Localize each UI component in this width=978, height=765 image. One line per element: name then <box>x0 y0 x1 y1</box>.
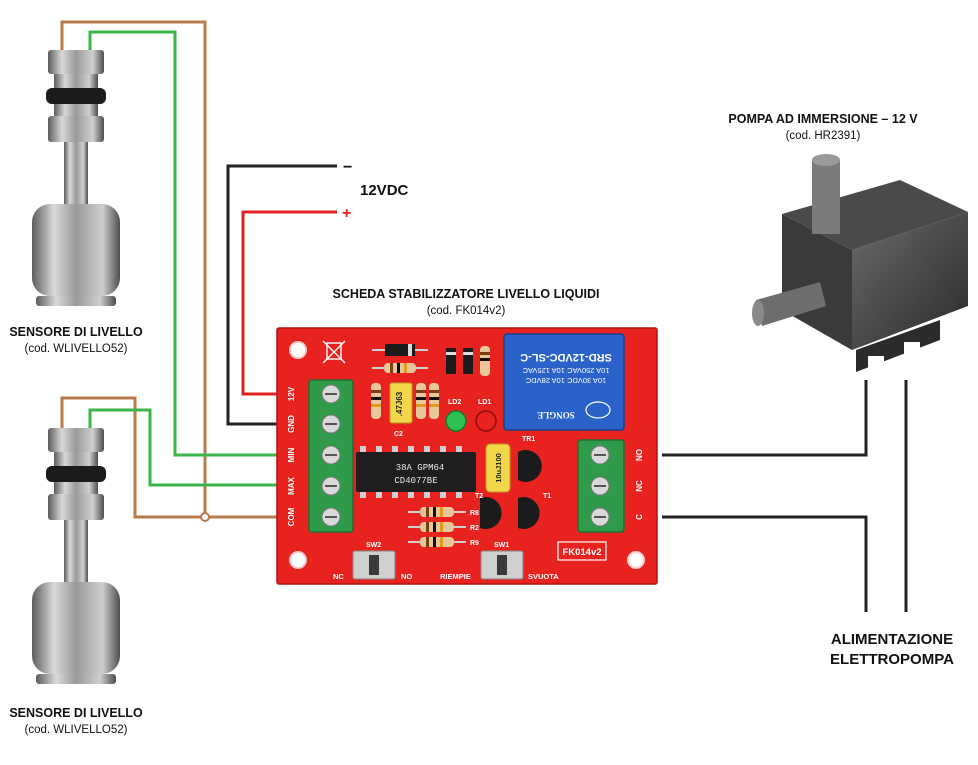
wires <box>60 20 908 612</box>
sw1-right-label: SVUOTA <box>528 572 559 581</box>
terminal-screws-right <box>590 445 610 527</box>
diode <box>372 344 428 356</box>
supply-label-line2: ELETTROPOMPA <box>830 651 954 668</box>
terminal-label-no: NO <box>635 449 644 461</box>
wire-bottom-sensor-brown <box>60 396 282 519</box>
led1-label: LD1 <box>478 399 491 406</box>
sw2-right-label: NO <box>401 572 412 581</box>
relay-model: SRD-12VDC-SL-C <box>520 351 612 363</box>
diode <box>446 352 456 355</box>
relay-rating-1: 10A 250VAC 10A 125VAC <box>522 366 609 375</box>
mounting-hole <box>289 341 307 359</box>
wire-power-black <box>226 164 337 426</box>
wire-top-sensor-green <box>88 30 282 457</box>
terminal-label-gnd: GND <box>287 415 296 433</box>
sensor-top-title: SENSORE DI LIVELLO <box>9 325 143 339</box>
r9-label: R9 <box>470 540 479 547</box>
supply-label-line1: ALIMENTAZIONE <box>831 631 953 648</box>
capacitor-film-label: .47J63 <box>395 391 404 416</box>
sw1-left-label: RIEMPIE <box>440 572 471 581</box>
board-name-box <box>557 541 607 561</box>
ic-chip: 38A GPM64 CD4077BE <box>356 446 476 498</box>
led2-label: LD2 <box>448 399 461 406</box>
pump-code: (cod. HR2391) <box>786 130 861 142</box>
diode <box>446 348 456 374</box>
t2-label: T2 <box>475 493 483 500</box>
led-green <box>445 410 467 432</box>
diode <box>463 348 473 374</box>
terminal-label-max: MAX <box>287 476 296 494</box>
weee-icon <box>322 340 346 364</box>
relay-brand: SONGLE <box>537 410 575 420</box>
board-title: SCHEDA STABILIZZATORE LIVELLO LIQUIDI <box>333 287 600 301</box>
r8-label: R8 <box>470 510 479 517</box>
terminal-screws-left <box>321 384 341 527</box>
wire-top-sensor-brown <box>60 20 207 517</box>
transistor-t1 <box>518 497 540 529</box>
switch-sw1-knob[interactable] <box>497 555 507 575</box>
terminal-label-12v: 12V <box>287 386 296 401</box>
relay: SRD-12VDC-SL-C 10A 250VAC 10A 125VAC 10A… <box>503 333 625 431</box>
sensor-top-code: (cod. WLIVELLO52) <box>25 343 128 355</box>
board-code: (cod. FK014v2) <box>427 305 506 317</box>
resistor <box>371 383 381 419</box>
capacitor-film <box>389 382 413 424</box>
board-name: FK014v2 <box>562 547 601 558</box>
resistor <box>416 383 426 419</box>
resistor <box>480 346 490 376</box>
power-voltage-label: 12VDC <box>360 182 409 199</box>
transistor-t2 <box>480 496 502 529</box>
resistor <box>408 507 466 517</box>
pump-title: POMPA AD IMMERSIONE – 12 V <box>728 112 918 126</box>
diode <box>463 352 473 355</box>
wire-power-red <box>241 210 337 396</box>
level-sensor-top <box>32 50 120 306</box>
resistor <box>408 522 466 532</box>
tr1-label: TR1 <box>522 436 535 443</box>
capacitor-electrolytic <box>485 443 511 493</box>
switch-sw2-knob[interactable] <box>369 555 379 575</box>
sensor-bottom-code: (cod. WLIVELLO52) <box>25 724 128 736</box>
pcb-board: 12V GND MIN MAX COM .47J63 C2 <box>276 327 658 585</box>
resistor <box>408 537 466 547</box>
t1-label: T1 <box>543 493 551 500</box>
terminal-label-com: COM <box>287 507 296 526</box>
mounting-hole <box>627 551 645 569</box>
power-plus-sign: + <box>342 205 351 222</box>
sw2-left-label: NC <box>333 572 344 581</box>
ic-label-1: 38A GPM64 <box>396 463 445 473</box>
terminal-label-nc: NC <box>635 480 644 492</box>
power-minus-sign: − <box>343 159 352 176</box>
resistor <box>372 363 428 373</box>
capacitor2-label: 10uJ100 <box>494 453 503 483</box>
ic-label-2: CD4077BE <box>394 476 437 486</box>
mounting-hole <box>289 551 307 569</box>
transistor-tr1 <box>518 450 542 482</box>
sensor-bottom-title: SENSORE DI LIVELLO <box>9 706 143 720</box>
sw1-label: SW1 <box>494 542 509 549</box>
terminal-label-min: MIN <box>287 447 296 462</box>
level-sensor-bottom <box>32 428 120 684</box>
wire-relay-no <box>662 380 868 457</box>
terminal-label-c: C <box>635 514 644 520</box>
wire-relay-c <box>662 515 868 612</box>
wire-junction-dot <box>200 512 210 522</box>
relay-rating-2: 10A 30VDC 10A 28VDC <box>525 376 606 385</box>
resistor <box>429 383 439 419</box>
led-red <box>475 410 497 432</box>
submersible-pump <box>752 154 968 372</box>
wire-bottom-sensor-green <box>88 408 282 487</box>
r2-label: R2 <box>470 525 479 532</box>
capacitor-ref: C2 <box>394 431 403 438</box>
sw2-label: SW2 <box>366 542 381 549</box>
